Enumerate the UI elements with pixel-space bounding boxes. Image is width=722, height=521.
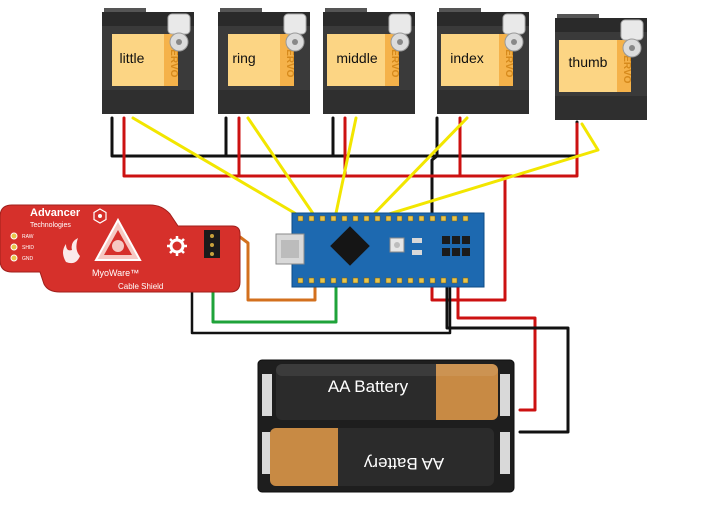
nano-top-pin-header (297, 215, 469, 222)
servo-base (218, 90, 310, 114)
servo-label-plate (559, 40, 617, 92)
sensor-pin-pads (10, 232, 18, 262)
smd-component (412, 250, 422, 255)
sensor-brand-name: Advancer (30, 207, 81, 219)
battery-power-wire (456, 281, 537, 412)
servo-ring: ring SERVO (218, 8, 310, 114)
aa-battery-2: AA Battery (270, 428, 494, 486)
servo-shaft-center (292, 39, 298, 45)
servo-label-plate (327, 34, 385, 86)
gear-icon (167, 236, 187, 256)
servo-index: index SERVO (437, 8, 529, 114)
brand-logo-icon (93, 208, 107, 224)
usb-port-inner (281, 240, 299, 258)
battery-positive-band (436, 364, 456, 420)
servo-middle: middle SERVO (323, 8, 415, 114)
battery-clip (500, 432, 510, 474)
servo-finger-label: thumb (569, 54, 608, 70)
signal-wire-index (368, 116, 469, 220)
servo-brand-label: SERVO (168, 43, 179, 78)
servo-shaft-center (511, 39, 517, 45)
smd-component (412, 238, 422, 243)
arduino-nano (275, 212, 485, 288)
pin-pad (10, 243, 18, 251)
sensor-product-sub: Cable Shield (118, 282, 163, 291)
servo-base (323, 90, 415, 114)
signal-wire-thumb (374, 122, 600, 220)
signal-wire-ring (246, 116, 318, 220)
signal-wire-little (131, 116, 305, 220)
servo-base (555, 96, 647, 120)
sensor-brand-sub: Technologies (30, 222, 71, 229)
battery-positive-band (318, 428, 338, 486)
myoware-triangle-logo (94, 217, 142, 261)
icsp-header (442, 236, 470, 256)
pin-label-raw: RAW (22, 234, 34, 240)
battery-highlight (276, 364, 498, 376)
header-pin (210, 252, 214, 256)
aa-battery-1: AA Battery (276, 364, 498, 420)
power-wire-nano (430, 176, 507, 302)
servo-base (437, 90, 529, 114)
reset-button-cap (394, 242, 400, 248)
sensor-product-name: MyoWare™ (92, 268, 139, 278)
servo-brand-label: SERVO (389, 43, 400, 78)
battery-label: AA Battery (363, 454, 444, 473)
servo-brand-label: SERVO (503, 43, 514, 78)
servo-finger-label: ring (232, 50, 255, 66)
servo-base (102, 90, 194, 114)
servo-finger-label: middle (336, 50, 377, 66)
battery-ground-wire (445, 281, 570, 434)
servo-horn (167, 13, 191, 35)
myoware-cable-shield: Advancer Technologies RAW SHID GND MyoWa… (0, 204, 241, 293)
header-pin (210, 234, 214, 238)
battery-clip (262, 432, 272, 474)
pin-label-gnd: GND (22, 256, 34, 262)
muscle-flame-icon (63, 238, 80, 264)
servo-finger-label: index (450, 50, 483, 66)
pin-pad (10, 254, 18, 262)
power-wire-servos (122, 116, 579, 178)
servo-brand-label: SERVO (621, 49, 632, 84)
servo-label-plate (441, 34, 499, 86)
battery-clip (262, 374, 272, 416)
battery-clip (500, 374, 510, 416)
header-pin (210, 243, 214, 247)
pin-pad (10, 232, 18, 240)
servo-shaft-center (176, 39, 182, 45)
battery-label: AA Battery (328, 377, 409, 396)
nano-bottom-pin-header (297, 277, 469, 284)
microcontroller-chip (330, 226, 370, 266)
servo-shaft-center (397, 39, 403, 45)
servo-label-plate (228, 34, 280, 86)
servo-horn (283, 13, 307, 35)
servo-little: little SERVO (102, 8, 194, 114)
ground-wire-nano (430, 154, 439, 217)
servo-finger-label: little (120, 50, 145, 66)
signal-wire-middle (333, 116, 358, 220)
servo-brand-label: SERVO (284, 43, 295, 78)
battery-holder: AA Battery AA Battery (257, 359, 515, 493)
servo-thumb: thumb SERVO (555, 14, 647, 120)
servo-label-plate (112, 34, 164, 86)
servo-horn (620, 19, 644, 41)
pin-label-shid: SHID (22, 245, 34, 251)
servo-horn (502, 13, 526, 35)
servo-horn (388, 13, 412, 35)
servo-shaft-center (629, 45, 635, 51)
